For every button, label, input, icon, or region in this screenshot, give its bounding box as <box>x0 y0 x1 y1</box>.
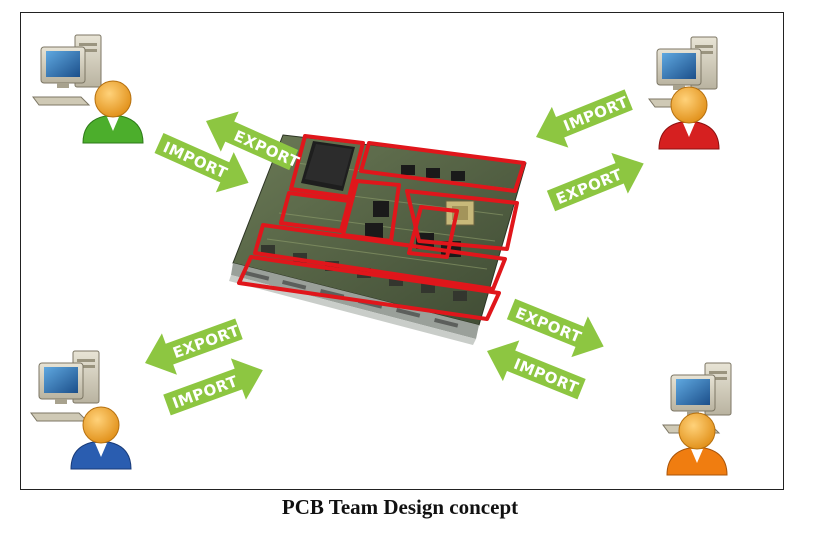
user-icon <box>82 80 144 144</box>
pcb-board <box>229 134 527 345</box>
user-icon <box>658 86 720 150</box>
pcb-team-diagram: EXPORT IMPORT IMPORT EXPORT EXPORT IMPOR… <box>30 34 732 476</box>
export-arrow-top-right: EXPORT <box>546 152 644 212</box>
computer-icon <box>32 34 102 106</box>
user-bottom-left <box>30 350 132 470</box>
computer-icon <box>30 350 100 422</box>
export-label: EXPORT <box>170 321 242 362</box>
user-bottom-right <box>662 362 732 476</box>
user-icon <box>666 412 728 476</box>
pcb-region-outlines <box>237 134 526 321</box>
user-top-right <box>648 36 720 150</box>
user-top-left <box>32 34 144 144</box>
import-arrow-top-right: IMPORT <box>536 89 633 148</box>
figure-caption: PCB Team Design concept <box>281 495 519 519</box>
diagram-frame: EXPORT IMPORT IMPORT EXPORT EXPORT IMPOR… <box>20 12 784 490</box>
import-label: IMPORT <box>170 372 241 412</box>
user-icon <box>70 406 132 470</box>
